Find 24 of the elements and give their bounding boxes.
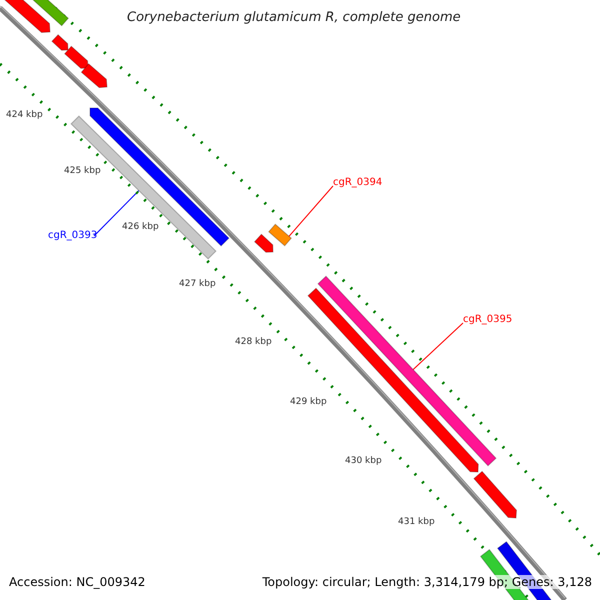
tick-label: 429 kbp: [290, 398, 327, 407]
gene-feature: [254, 234, 274, 253]
tick-label: 425 kbp: [64, 167, 101, 176]
gene-feature: [473, 470, 518, 519]
tick-label: 424 kbp: [6, 111, 43, 120]
tick-label: 428 kbp: [235, 338, 272, 347]
gene-feature: [31, 0, 69, 26]
leader-line: [412, 322, 464, 370]
tick-label: 431 kbp: [398, 518, 435, 527]
gene-label: cgR_0393: [48, 231, 98, 241]
gene-feature: [80, 63, 108, 88]
gene-feature: [51, 34, 69, 51]
tick-label: 430 kbp: [345, 457, 382, 466]
gene-label: cgR_0395: [463, 315, 512, 325]
title: Corynebacterium glutamicum R, complete genome: [127, 11, 461, 24]
gene-feature: [64, 46, 89, 69]
gene-feature: [268, 224, 292, 246]
footer-text: Accession: NC_009342: [9, 575, 146, 589]
leader-line: [94, 190, 140, 236]
leader-line: [288, 186, 334, 237]
footer-text: Topology: circular; Length: 3,314,179 bp; Genes: 3,128: [262, 575, 592, 589]
tick-label: 426 kbp: [122, 223, 159, 232]
tick-label: 427 kbp: [179, 280, 216, 289]
gene-label: cgR_0394: [333, 178, 382, 188]
